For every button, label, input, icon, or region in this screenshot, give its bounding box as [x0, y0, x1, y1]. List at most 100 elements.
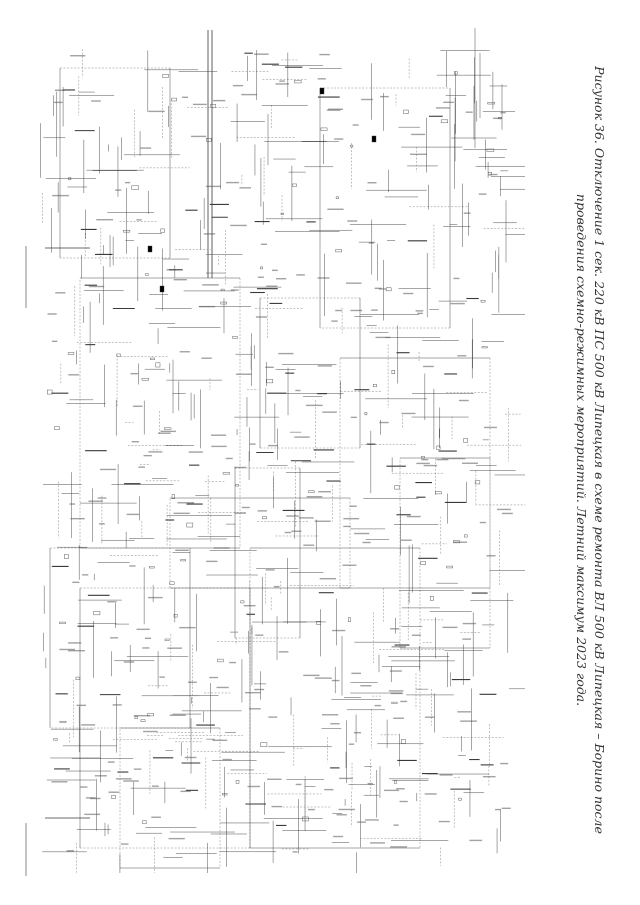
- schematic-label-mark: [232, 84, 244, 87]
- schematic-label-mark: [292, 851, 298, 853]
- schematic-node: [150, 357, 155, 360]
- schematic-node: [403, 109, 409, 114]
- schematic-label-mark: [98, 523, 105, 525]
- schematic-node: [173, 614, 178, 618]
- schematic-label-mark: [410, 153, 427, 156]
- schematic-node: [53, 738, 58, 741]
- schematic-node: [67, 352, 75, 355]
- schematic-label-mark: [222, 758, 232, 761]
- schematic-label-mark: [336, 814, 347, 816]
- schematic-label-mark: [343, 525, 351, 528]
- schematic-node: [47, 389, 53, 395]
- schematic-label-mark: [374, 704, 382, 707]
- schematic-label-mark: [202, 284, 219, 286]
- schematic-label-mark: [361, 98, 373, 101]
- schematic-node: [59, 720, 67, 723]
- schematic-label-mark: [131, 441, 140, 443]
- schematic-label-mark: [234, 466, 247, 469]
- schematic-node: [463, 438, 468, 443]
- schematic-label-mark: [203, 233, 216, 235]
- schematic-label-mark: [51, 340, 58, 343]
- schematic-label-mark: [406, 515, 421, 518]
- schematic-label-mark: [148, 596, 163, 599]
- schematic-label-mark: [291, 530, 302, 532]
- schematic-label-mark: [327, 208, 344, 210]
- schematic-label-mark: [380, 95, 389, 98]
- schematic-label-mark: [500, 111, 506, 114]
- schematic-label-mark: [462, 622, 477, 625]
- schematic-label-mark: [479, 521, 487, 524]
- schematic-label-mark: [144, 637, 152, 640]
- schematic-label-mark: [115, 189, 122, 191]
- schematic-label-mark: [460, 720, 477, 722]
- schematic-node: [320, 127, 328, 131]
- schematic-label-mark: [295, 783, 302, 786]
- schematic-label-mark: [365, 819, 379, 821]
- schematic-label-mark: [462, 462, 478, 464]
- schematic-label-mark: [438, 820, 450, 823]
- schematic-label-mark: [393, 717, 405, 719]
- schematic-label-mark: [206, 560, 218, 563]
- schematic-label-mark: [271, 805, 283, 808]
- schematic-label-mark: [166, 269, 177, 271]
- schematic-label-mark: [248, 708, 261, 710]
- schematic-label-mark: [424, 793, 437, 795]
- schematic-label-mark: [108, 791, 120, 793]
- schematic-label-mark: [276, 278, 287, 280]
- schematic-label-mark: [205, 185, 221, 188]
- schematic-label-mark: [160, 430, 176, 433]
- schematic-label-mark: [175, 549, 189, 551]
- schematic-node: [474, 480, 481, 485]
- schematic-label-mark: [278, 651, 289, 653]
- schematic-label-mark: [326, 109, 341, 111]
- schematic-label-mark: [383, 789, 400, 792]
- schematic-label-mark: [334, 138, 344, 140]
- schematic-label-mark: [243, 604, 256, 607]
- schematic-label-mark: [120, 843, 129, 845]
- schematic-label-mark: [47, 313, 57, 315]
- schematic-label-mark: [76, 704, 87, 707]
- schematic-label-mark: [389, 670, 402, 672]
- schematic-label-mark: [396, 788, 405, 790]
- schematic-label-mark: [457, 711, 472, 713]
- schematic-label-mark: [353, 731, 362, 734]
- schematic-label-mark: [81, 724, 96, 726]
- schematic-node: [294, 80, 302, 84]
- schematic-label-mark: [328, 108, 344, 110]
- schematic-label-mark: [436, 458, 449, 461]
- schematic-label-mark: [88, 285, 105, 288]
- schematic-label-mark: [192, 103, 207, 106]
- schematic-label-mark: [126, 513, 140, 516]
- schematic-label-mark: [140, 147, 152, 149]
- schematic-label-mark: [107, 601, 117, 603]
- schematic-label-mark: [112, 704, 122, 706]
- schematic-node: [140, 719, 146, 722]
- figure-caption: Рисунок 36. Отключение 1 сек. 220 кВ ПС …: [572, 40, 608, 860]
- schematic-label-mark: [465, 111, 473, 113]
- schematic-label-mark: [167, 647, 182, 649]
- schematic-label-mark: [179, 351, 190, 353]
- schematic-label-mark: [423, 464, 438, 467]
- schematic-label-mark: [423, 365, 434, 368]
- schematic-label-mark: [343, 517, 360, 520]
- schematic-label-mark: [492, 117, 502, 120]
- schematic-label-mark: [331, 679, 340, 682]
- schematic-label-mark: [267, 778, 282, 780]
- schematic-label-mark: [401, 412, 416, 415]
- schematic-label-mark: [273, 585, 280, 588]
- schematic-label-mark: [133, 768, 142, 770]
- schematic-label-mark: [72, 581, 80, 584]
- schematic-label-mark: [415, 310, 424, 312]
- schematic-label-mark: [70, 55, 86, 57]
- schematic-label-mark: [439, 774, 453, 776]
- schematic-label-mark: [59, 648, 75, 651]
- schematic-label-mark: [142, 647, 150, 649]
- schematic-node: [385, 287, 392, 292]
- schematic-label-mark: [349, 505, 357, 507]
- schematic-label-mark: [247, 785, 261, 788]
- schematic-node: [240, 600, 245, 604]
- schematic-node: [232, 336, 238, 339]
- schematic-label-mark: [435, 107, 451, 109]
- schematic-label-mark: [132, 405, 143, 407]
- schematic-label-mark: [331, 320, 338, 322]
